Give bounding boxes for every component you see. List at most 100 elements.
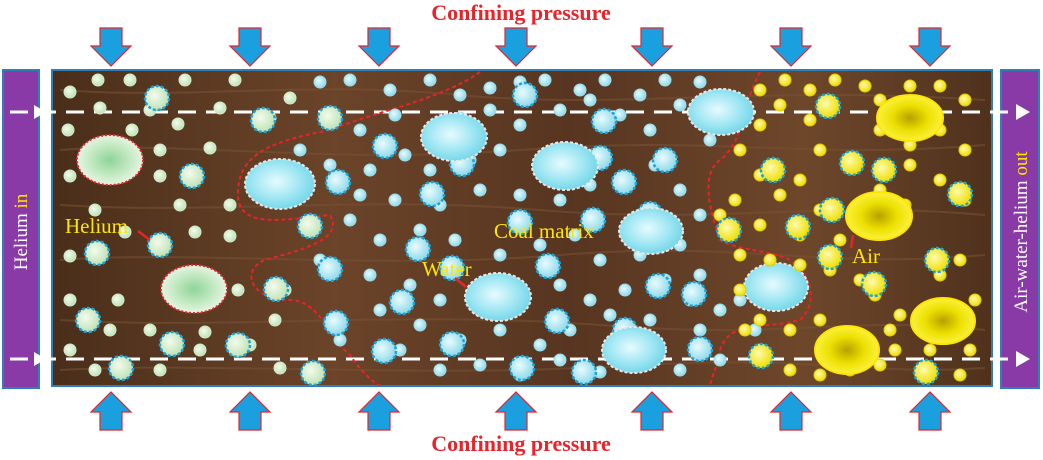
air-particle [793,258,807,272]
water-particle [583,293,597,307]
left-inlet-label: Helium in [11,193,32,270]
water-film-particle [644,272,672,300]
air-film-particle [816,243,844,271]
water-film-particle [370,337,398,365]
water-particle [413,223,427,237]
helium-particle [91,73,105,87]
air-particle [733,248,747,262]
top-title: Confining pressure [431,0,611,25]
air-particle [963,343,977,357]
water-particle [363,163,377,177]
helium-particle [228,73,242,87]
helium-particle [283,91,297,105]
particles [61,73,982,387]
air-film-particle [759,156,787,184]
down-arrow-icon [630,27,674,67]
water-particle [583,93,597,107]
water-film-particle [316,255,344,283]
helium-particle [143,323,157,337]
coal-matrix-label: Coal matrix [494,219,594,243]
water-film-particle [438,330,466,358]
bottom-title: Confining pressure [431,431,611,456]
helium-film-particle [296,212,324,240]
water-film-particle [534,252,562,280]
air-particle [873,358,887,372]
water-particle [423,73,437,87]
water-film-particle [651,146,679,174]
air-particle [803,113,817,127]
water-particle [538,73,552,87]
water-particle [673,363,687,377]
water-particle [658,73,672,87]
helium-particle [198,325,212,339]
water-particle [553,103,567,117]
air-particle [773,98,787,112]
water-particle [413,318,427,332]
water-particle [483,103,497,117]
water-particle [673,183,687,197]
water-particle [618,283,632,297]
air-bubble [876,94,944,142]
air-particle [813,313,827,327]
helium-particle [178,73,192,87]
air-film-particle [923,246,951,274]
down-arrow-icon [357,27,401,67]
water-particle [403,278,417,292]
air-particle [903,79,917,93]
air-particle [953,368,967,382]
air-particle [828,73,842,87]
helium-particle [273,361,287,375]
helium-bubble [160,264,228,314]
water-particle [313,75,327,89]
air-particle [873,93,887,107]
water-droplet [743,262,809,312]
air-film-particle [912,358,940,386]
air-film-particle [838,149,866,177]
water-particle [643,313,657,327]
water-film-particle [438,254,466,282]
water-particle [603,308,617,322]
helium-particle [203,141,217,155]
air-particle [958,93,972,107]
helium-particle [173,198,187,212]
helium-particle [61,123,75,137]
water-particle [353,188,367,202]
helium-film-particle [249,106,277,134]
helium-particle [171,117,185,131]
air-particle [733,283,747,297]
water-particle [693,268,707,282]
water-particle [553,193,567,207]
air-film-particle [818,196,846,224]
water-film-particle [610,168,638,196]
helium-bubble [76,134,144,186]
water-droplet [531,141,599,191]
water-particle [388,193,402,207]
air-particle [813,368,827,382]
water-particle [473,183,487,197]
water-particle [353,123,367,137]
air-film-particle [870,156,898,184]
water-particle [693,208,707,222]
helium-particle [153,143,167,157]
water-droplet [618,207,684,255]
water-film-particle [680,280,708,308]
air-particle [763,253,777,267]
air-particle [803,83,817,97]
air-particle [753,118,767,132]
helium-particle [188,225,202,239]
air-particle [958,143,972,157]
right-outlet-panel [1000,69,1040,389]
up-arrow-icon [228,391,272,431]
up-arrow-icon [630,391,674,431]
water-particle [513,118,527,132]
helium-particle [111,293,125,307]
water-particle [493,323,507,337]
water-film-particle [543,307,571,335]
outlet-highlight: out [1011,151,1032,176]
water-film-particle [579,206,607,234]
air-film-particle [860,270,888,298]
water-film-particle [590,107,618,135]
water-particle [373,233,387,247]
helium-particle [88,363,102,377]
